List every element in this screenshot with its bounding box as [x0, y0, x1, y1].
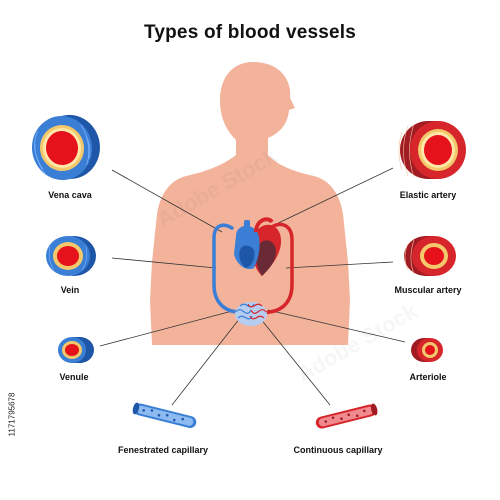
- stock-image-id: 1171795678: [7, 392, 17, 437]
- heart-icon: [234, 217, 282, 276]
- elastic-artery-icon: [398, 121, 466, 179]
- leader-line-arteriole: [267, 309, 406, 343]
- label-vena-cava: Vena cava: [48, 190, 92, 200]
- human-body-silhouette: [150, 62, 350, 345]
- leader-line-elastic: [267, 167, 394, 229]
- leader-line-fenestrated: [171, 317, 241, 406]
- leader-lines: [99, 167, 406, 406]
- label-elastic-artery: Elastic artery: [399, 190, 457, 200]
- continuous-capillary-icon: [315, 403, 378, 429]
- label-venule: Venule: [59, 372, 89, 382]
- leader-line-continuous: [259, 317, 331, 406]
- circulation-loop: [212, 222, 294, 316]
- fenestrated-capillary-icon: [132, 402, 197, 429]
- label-continuous-capillary: Continuous capillary: [293, 445, 383, 455]
- arteriole-icon: [411, 338, 443, 362]
- capillary-bed-icon: [235, 302, 267, 326]
- muscular-artery-icon: [404, 236, 456, 276]
- leader-line-muscular: [285, 261, 394, 269]
- venule-icon: [58, 337, 94, 363]
- leader-line-vein: [111, 257, 217, 269]
- venous-return-path: [212, 223, 248, 316]
- label-fenestrated-capillary: Fenestrated capillary: [117, 445, 209, 455]
- vena-cava-icon: [31, 114, 100, 180]
- label-muscular-artery: Muscular artery: [394, 285, 462, 295]
- arterial-path: [254, 222, 294, 316]
- label-arteriole: Arteriole: [409, 372, 447, 382]
- vein-icon: [46, 236, 96, 276]
- leader-line-vena-cava: [111, 169, 223, 233]
- leader-line-venule: [99, 309, 237, 347]
- label-vein: Vein: [60, 285, 80, 295]
- diagram-title: Types of blood vessels: [143, 22, 357, 43]
